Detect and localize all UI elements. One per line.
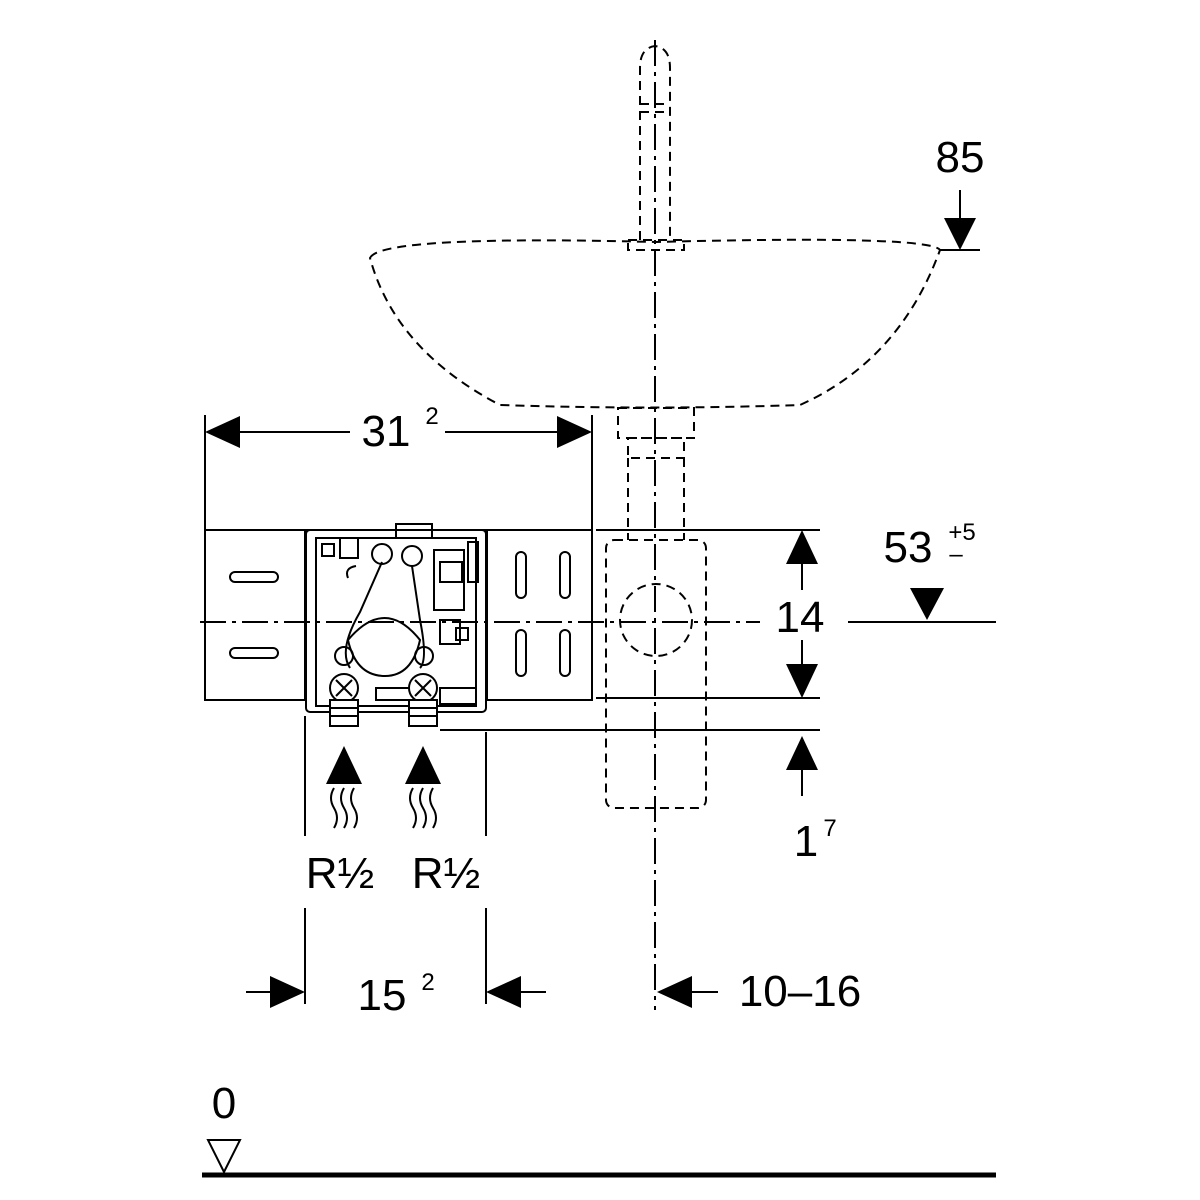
right-slot-2 <box>559 551 571 599</box>
bracket-width-sup: 2 <box>425 403 438 430</box>
left-water-supply <box>326 746 362 829</box>
drain-height-tol-minus: – <box>949 541 963 568</box>
rim-height-label: 85 <box>936 133 985 182</box>
washbasin <box>368 238 942 409</box>
right-slot-3 <box>515 629 527 677</box>
wall-offset-dimension: 10–16 <box>657 967 861 1016</box>
drain-height-tol-plus: +5 <box>948 519 975 546</box>
frame-bottom-sup: 7 <box>823 815 836 842</box>
drain-height-label: 53 <box>884 523 933 572</box>
supply-spacing-label: 15 <box>358 971 407 1020</box>
right-water-supply <box>405 746 441 829</box>
left-slot-top <box>229 571 279 583</box>
wall-offset-label: 10–16 <box>739 967 861 1016</box>
frame-bottom-label: 1 <box>794 817 818 866</box>
floor-level-label: 0 <box>212 1079 236 1128</box>
supply-spacing-sup: 2 <box>421 969 434 996</box>
right-slot-4 <box>559 629 571 677</box>
left-thread-label: R½ <box>306 849 374 898</box>
floor-level: 0 <box>202 1079 996 1178</box>
right-thread-label: R½ <box>412 849 480 898</box>
bracket-width-dimension: 31 2 <box>204 403 593 530</box>
mounting-frame <box>204 523 593 727</box>
left-supply-connection <box>329 673 359 727</box>
right-supply-connection <box>408 673 438 727</box>
frame-height-dimension: 14 <box>596 529 825 699</box>
drain-height-dimension: 53 +5 – <box>884 519 976 620</box>
frame-bottom-dimension: 1 7 <box>440 729 837 866</box>
floor-level-marker-icon <box>206 1139 242 1175</box>
bracket-width-label: 31 <box>362 407 411 456</box>
rim-height-dimension: 85 <box>936 133 985 251</box>
right-slot-1 <box>515 551 527 599</box>
left-slot-bottom <box>229 647 279 659</box>
frame-height-label: 14 <box>776 593 825 642</box>
supply-spacing-dimension: 15 2 <box>246 716 546 1020</box>
